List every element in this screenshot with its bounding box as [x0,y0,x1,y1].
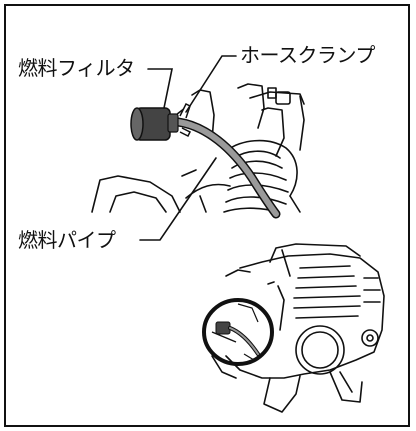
bracket-edge-right [299,95,305,151]
filler-left-edge [185,183,231,199]
engine-knob [361,329,379,347]
label-fuel-pipe: 燃料パイプ [18,228,116,252]
bracket-tab-small [267,87,277,99]
fin-3 [295,285,357,289]
engine-mount-right [329,371,363,403]
engine-top-seam [281,249,291,277]
fuel-pipe-graphic [173,117,281,219]
starter-outer [295,325,345,375]
fin-4 [293,295,361,299]
filler-rib-2 [231,160,283,169]
hose-clamp-graphic [179,102,192,138]
leader-fuel-pipe [139,157,217,241]
fuel-filter-graphic [130,107,179,141]
leader-hose-clamp [185,55,237,113]
filler-rib-5 [225,196,287,205]
label-fuel-filter: 燃料フィルタ [18,56,135,80]
starter-inner [301,331,339,369]
engine-overview [211,243,385,413]
figure-frame [4,4,410,427]
engine-mount-left [263,375,301,413]
engine-inner-edge [277,285,285,331]
label-hose-clamp: ホースクランプ [240,43,375,67]
engine-mount-seam [339,371,353,393]
lower-edge-c [289,195,301,213]
fin-6 [295,315,359,319]
lower-edge-a [181,169,197,177]
filler-neck-outer [227,139,298,197]
lower-housing-inner [109,191,167,213]
leader-lines [139,55,237,241]
fin-1 [299,265,351,269]
lower-edge-b [199,195,207,213]
bracket-upper [237,83,265,129]
tank-top-edge [225,269,251,277]
fin-2 [297,275,355,279]
tank-bottom-edge [211,355,237,379]
magnifier-circle [202,298,274,366]
tank-wall-left [191,89,215,141]
leader-fuel-filter [147,68,173,109]
engine-knob-center [366,334,374,342]
tank-interior-detail [91,83,305,213]
engine-top-cover [269,243,361,263]
fin-5 [293,305,361,309]
bracket-arm [249,91,305,105]
filler-rib-3 [229,172,287,181]
lower-housing [91,175,181,213]
bracket-plate [261,107,285,157]
engine-small-line [267,281,275,285]
